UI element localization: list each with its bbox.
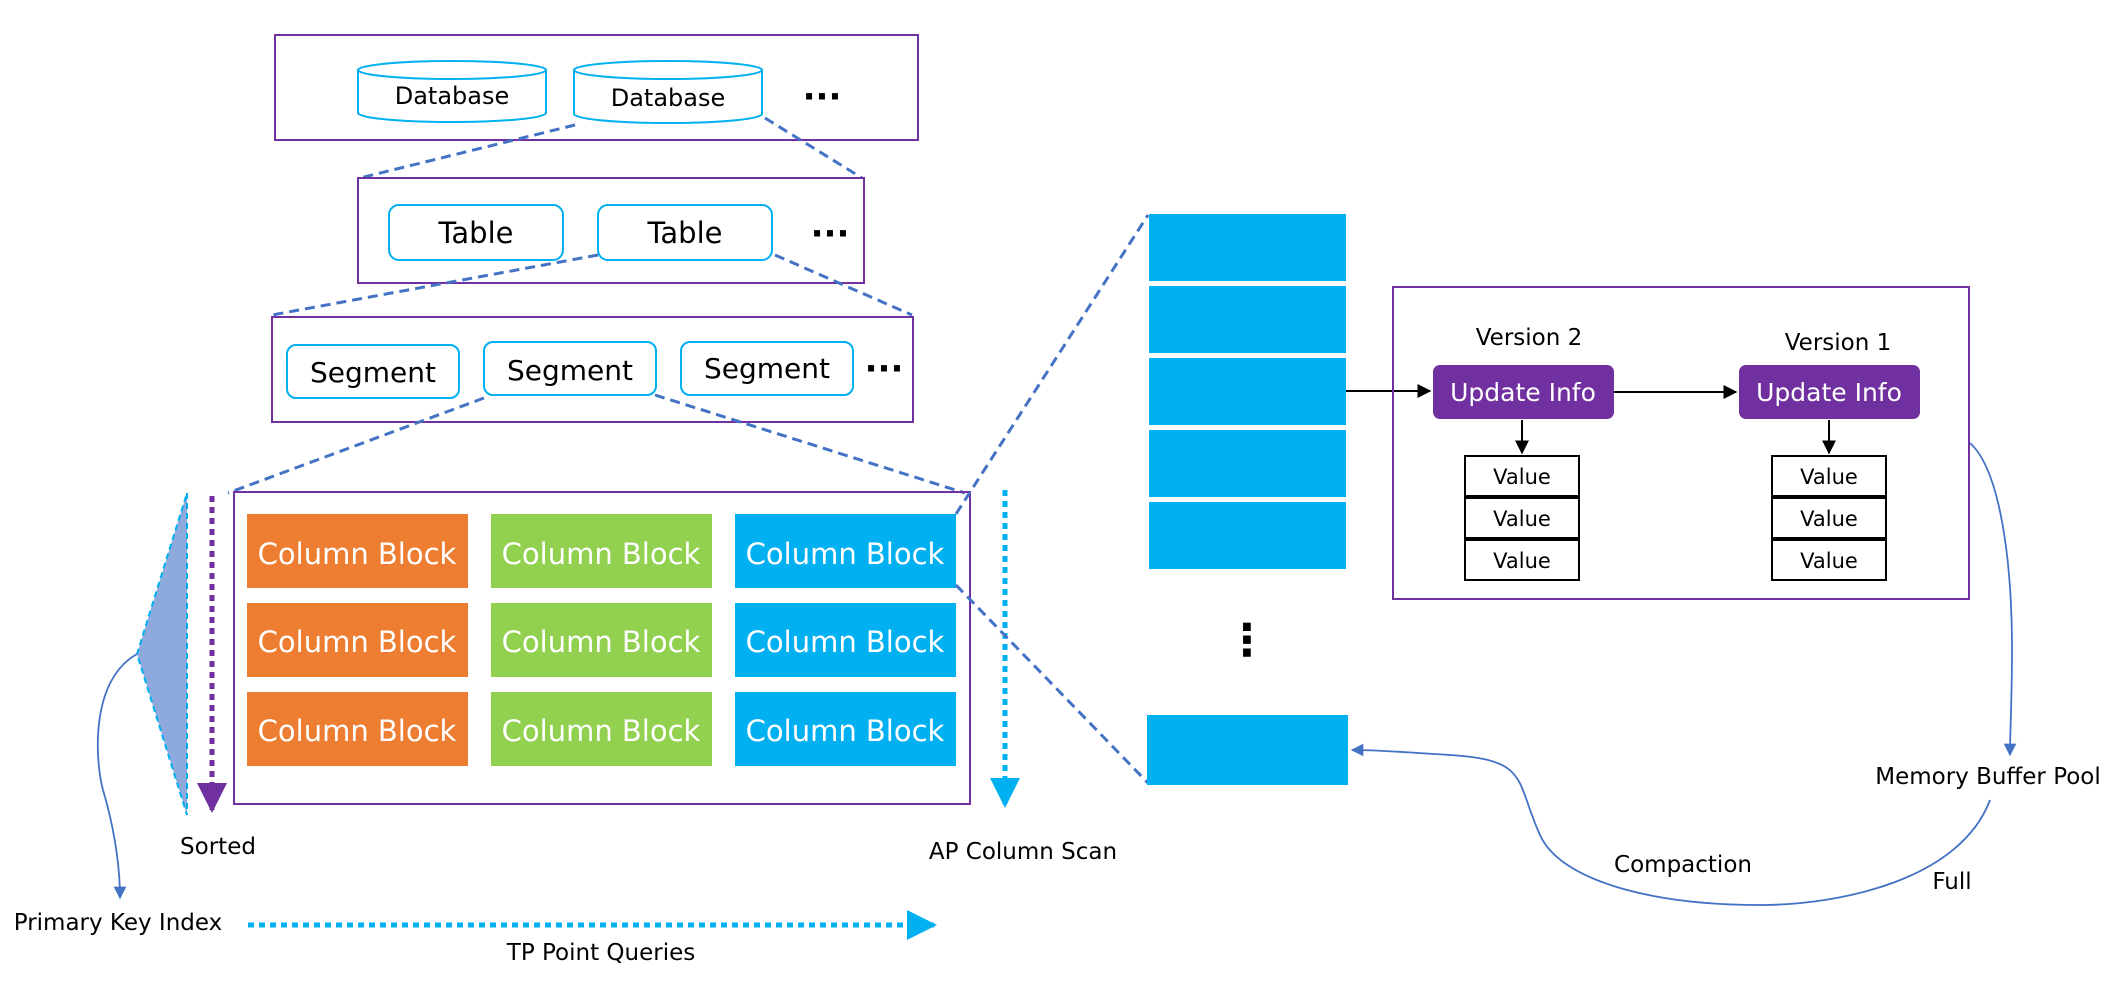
version-to-buffer-curve — [1969, 442, 2017, 757]
update-info-label-v2: Update Info — [1450, 378, 1596, 407]
value-cell-v1-1 — [1771, 455, 1887, 497]
column-block-label: Column Block — [502, 714, 701, 748]
database-level-box — [274, 34, 919, 141]
zoom-line-block-bottom — [954, 583, 1150, 785]
zoom-line-table-right — [774, 253, 913, 317]
segment-box-2 — [483, 341, 657, 396]
column-block-green-2 — [491, 603, 712, 677]
value-cell-v2-2 — [1464, 497, 1580, 539]
value-cell-v2-3 — [1464, 539, 1580, 581]
value-label: Value — [1493, 465, 1551, 489]
full-label: Full — [1932, 869, 1971, 895]
value-cell-v1-3 — [1771, 539, 1887, 581]
table-label-2: Table — [647, 216, 723, 250]
zoom-line-seg-right — [654, 393, 966, 495]
database-cylinder-2: Database — [573, 60, 763, 124]
table-box-1 — [388, 204, 564, 261]
column-block-cyan-2 — [735, 603, 956, 677]
row-bar-3 — [1149, 358, 1346, 425]
column-block-green-1 — [491, 514, 712, 588]
table-level-box — [357, 177, 865, 284]
database-cylinder-1: Database — [357, 60, 547, 123]
version-chain-box — [1392, 286, 1970, 600]
row-bar-2 — [1149, 286, 1346, 353]
row-bar-last — [1147, 715, 1348, 785]
value-cell-v2-1 — [1464, 455, 1580, 497]
database-label-1: Database — [395, 82, 510, 110]
column-block-cyan-3 — [735, 692, 956, 766]
value-cell-v1-2 — [1771, 497, 1887, 539]
update-info-box-v1 — [1739, 365, 1920, 419]
table-box-2 — [597, 204, 773, 261]
column-block-label: Column Block — [746, 625, 945, 659]
value-label: Value — [1800, 507, 1858, 531]
segment-label-3: Segment — [704, 352, 830, 385]
zoom-line-db-right — [764, 116, 863, 180]
column-block-label: Column Block — [746, 714, 945, 748]
sorted-label: Sorted — [180, 834, 256, 860]
segment-label-2: Segment — [507, 354, 633, 387]
value-label: Value — [1493, 549, 1551, 573]
column-block-label: Column Block — [502, 537, 701, 571]
segment-level-box — [271, 316, 914, 423]
zoom-line-seg-left — [227, 396, 485, 495]
column-block-orange-2 — [247, 603, 468, 677]
column-block-orange-3 — [247, 692, 468, 766]
database-label-2: Database — [611, 84, 726, 112]
memory-buffer-pool-label: Memory Buffer Pool — [1875, 764, 2101, 790]
column-block-label: Column Block — [258, 537, 457, 571]
segment-box-1 — [286, 344, 460, 399]
primary-key-index-curve — [96, 653, 138, 900]
ap-column-scan-label: AP Column Scan — [929, 839, 1117, 865]
column-block-cyan-1 — [735, 514, 956, 588]
column-block-label: Column Block — [258, 714, 457, 748]
row-bar-1 — [1149, 214, 1346, 281]
value-label: Value — [1800, 465, 1858, 489]
version-2-label: Version 2 — [1476, 325, 1583, 351]
compaction-label: Compaction — [1614, 852, 1752, 878]
compaction-curve — [1350, 743, 1991, 906]
tp-point-queries-label: TP Point Queries — [506, 940, 695, 966]
table-label-1: Table — [438, 216, 514, 250]
segment-box-3 — [680, 341, 854, 396]
primary-key-index-triangle — [135, 492, 188, 816]
column-block-label: Column Block — [258, 625, 457, 659]
column-block-label: Column Block — [746, 537, 945, 571]
segment-ellipsis: ··· — [865, 349, 904, 389]
row-vertical-ellipsis: ⋮ — [1225, 615, 1269, 666]
segment-label-1: Segment — [310, 356, 436, 389]
database-ellipsis: ··· — [803, 77, 842, 117]
value-label: Value — [1493, 507, 1551, 531]
row-bar-4 — [1149, 430, 1346, 497]
zoom-line-db-left — [359, 123, 576, 180]
update-info-label-v1: Update Info — [1756, 378, 1902, 407]
column-block-label: Column Block — [502, 625, 701, 659]
column-block-orange-1 — [247, 514, 468, 588]
zoom-line-block-top — [954, 214, 1150, 515]
primary-key-index-label: Primary Key Index — [14, 910, 223, 936]
update-info-box-v2 — [1433, 365, 1614, 419]
version-1-label: Version 1 — [1785, 330, 1892, 356]
column-block-container — [233, 491, 971, 805]
zoom-line-table-left — [271, 253, 599, 317]
table-ellipsis: ··· — [811, 214, 850, 254]
column-block-green-3 — [491, 692, 712, 766]
row-bar-5 — [1149, 502, 1346, 569]
value-label: Value — [1800, 549, 1858, 573]
